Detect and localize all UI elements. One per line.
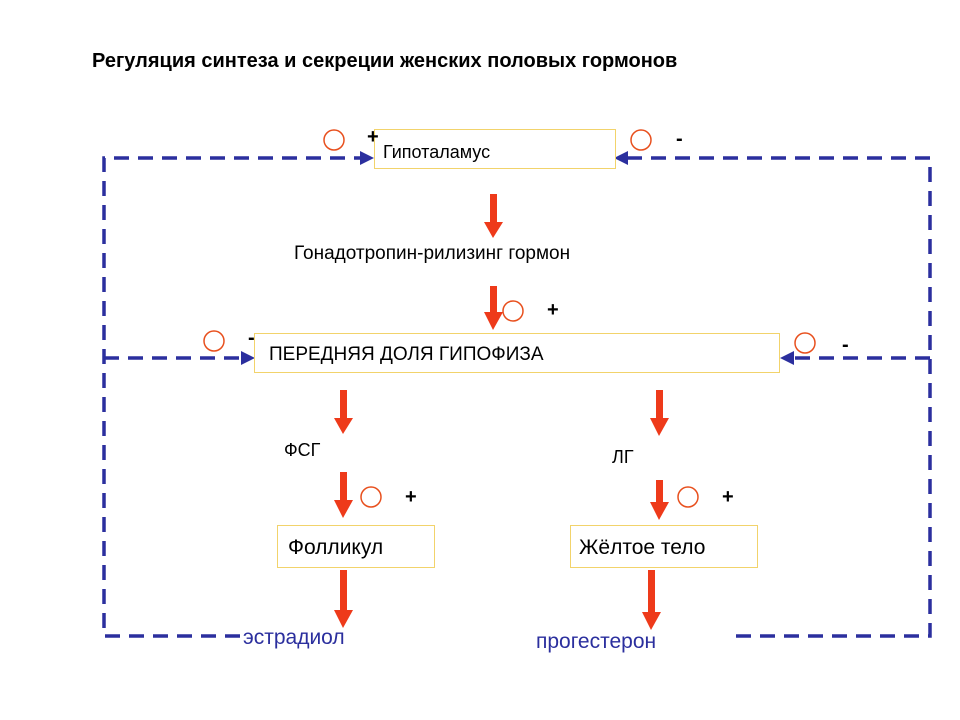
fsh-label: ФСГ	[284, 440, 321, 460]
arrow-follicle-estradiol	[334, 570, 353, 628]
regulation-circles	[203, 129, 816, 508]
hypothalamus-label: Гипоталамус	[383, 142, 491, 162]
circle-pituitary-top	[502, 300, 524, 322]
sign-hypothalamus-left: +	[367, 126, 379, 148]
sign-pituitary-right: -	[842, 334, 849, 356]
feedback-arrowheads	[241, 151, 794, 365]
arrow-hypothalamus-gnrh	[484, 194, 503, 238]
circle-hypothalamus-right	[630, 129, 652, 151]
follicle-box: Фолликул	[277, 525, 435, 568]
sign-pituitary-left: -	[248, 327, 255, 349]
arrow-corpus-luteum-progesterone	[642, 570, 661, 630]
pituitary-label: ПЕРЕДНЯЯ ДОЛЯ ГИПОФИЗА	[269, 344, 544, 365]
arrow-gnrh-pituitary	[484, 286, 503, 330]
corpus-luteum-label: Жёлтое тело	[579, 536, 706, 559]
circle-follicle-top	[360, 486, 382, 508]
feedback-arrowhead-hypothalamus-left	[360, 151, 374, 165]
arrow-pituitary-lh	[650, 390, 669, 436]
feedback-arrowhead-hypothalamus-right	[614, 151, 628, 165]
circle-hypothalamus-left	[323, 129, 345, 151]
circle-pituitary-left	[203, 330, 225, 352]
feedback-arrowhead-pituitary-left	[241, 351, 255, 365]
circle-corpus-luteum-top	[677, 486, 699, 508]
arrow-pituitary-fsh	[334, 390, 353, 434]
sign-follicle-top: +	[405, 486, 417, 508]
estradiol-label: эстрадиол	[243, 626, 345, 649]
arrow-fsh-follicle	[334, 472, 353, 518]
feedback-arrowhead-pituitary-right	[780, 351, 794, 365]
pituitary-box: ПЕРЕДНЯЯ ДОЛЯ ГИПОФИЗА	[254, 333, 780, 373]
arrow-lh-corpus-luteum	[650, 480, 669, 520]
feedback-loop-estradiol-outer	[102, 156, 362, 638]
stimulation-arrows	[334, 194, 669, 630]
page-title: Регуляция синтеза и секреции женских пол…	[92, 50, 678, 72]
sign-pituitary-top: +	[547, 299, 559, 321]
feedback-lines	[102, 156, 932, 638]
corpus-luteum-box: Жёлтое тело	[570, 525, 758, 568]
sign-hypothalamus-right: -	[676, 128, 683, 150]
gnrh-label: Гонадотропин-рилизинг гормон	[294, 243, 571, 264]
circle-pituitary-right	[794, 332, 816, 354]
hypothalamus-box: Гипоталамус	[374, 129, 616, 169]
follicle-label: Фолликул	[288, 536, 384, 559]
sign-corpus-luteum-top: +	[722, 486, 734, 508]
progesterone-label: прогестерон	[536, 630, 657, 653]
feedback-loop-progesterone-outer	[625, 156, 932, 638]
lh-label: ЛГ	[612, 447, 634, 467]
